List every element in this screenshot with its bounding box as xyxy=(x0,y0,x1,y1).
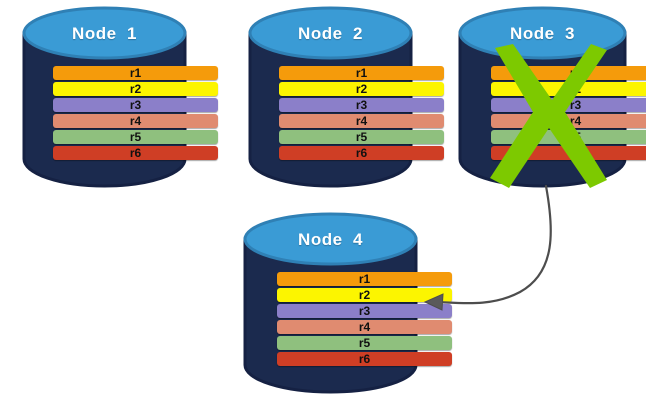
node-1-row-r4-label: r4 xyxy=(129,114,142,128)
node-4-row-r4[interactable]: r4 xyxy=(277,320,452,334)
node-4-row-r5[interactable]: r5 xyxy=(277,336,452,350)
node-2[interactable]: Node 2 r1 r2 r3 r4 r5 r6 xyxy=(248,6,444,188)
node-4-row-r3[interactable]: r3 xyxy=(277,304,452,318)
node-3-row-r1-label: r1 xyxy=(569,66,582,80)
node-3-row-r4-label: r4 xyxy=(569,114,582,128)
node-3-row-r6-label: r6 xyxy=(569,146,582,160)
node-1-row-r6[interactable]: r6 xyxy=(53,146,218,160)
node-3-row-r2[interactable]: r2 xyxy=(491,82,646,96)
node-2-row-r3-label: r3 xyxy=(355,98,368,112)
node-1-row-r5-label: r5 xyxy=(129,130,142,144)
node-2-row-r4-label: r4 xyxy=(355,114,368,128)
node-2-row-r5[interactable]: r5 xyxy=(279,130,444,144)
node-2-row-r2[interactable]: r2 xyxy=(279,82,444,96)
node-3-row-r5[interactable]: r5 xyxy=(491,130,646,144)
node-4-row-r1-label: r1 xyxy=(358,272,371,286)
node-1-row-r2-label: r2 xyxy=(129,82,142,96)
node-3-row-r4[interactable]: r4 xyxy=(491,114,646,128)
node-1-rows: r1 r2 r3 r4 r5 r6 xyxy=(22,66,249,162)
node-2-row-r6-label: r6 xyxy=(355,146,368,160)
node-3[interactable]: Node 3 r1 r2 r3 r4 r5 r6 xyxy=(458,6,646,188)
node-2-rows: r1 r2 r3 r4 r5 r6 xyxy=(248,66,475,162)
node-4-row-r6-label: r6 xyxy=(358,352,371,366)
node-1[interactable]: Node 1 r1 r2 r3 r4 r5 r6 xyxy=(22,6,218,188)
node-2-row-r5-label: r5 xyxy=(355,130,368,144)
node-1-row-r2[interactable]: r2 xyxy=(53,82,218,96)
node-3-row-r5-label: r5 xyxy=(569,130,582,144)
node-4-rows: r1 r2 r3 r4 r5 r6 xyxy=(243,272,486,368)
node-4-row-r2-label: r2 xyxy=(358,288,371,302)
node-3-row-r2-label: r2 xyxy=(569,82,582,96)
node-1-row-r3[interactable]: r3 xyxy=(53,98,218,112)
node-2-row-r1-label: r1 xyxy=(355,66,368,80)
node-4-row-r3-label: r3 xyxy=(358,304,371,318)
node-1-row-r3-label: r3 xyxy=(129,98,142,112)
node-3-row-r3[interactable]: r3 xyxy=(491,98,646,112)
node-2-row-r1[interactable]: r1 xyxy=(279,66,444,80)
node-3-rows: r1 r2 r3 r4 r5 r6 xyxy=(458,66,646,162)
node-3-row-r3-label: r3 xyxy=(569,98,582,112)
node-1-row-r5[interactable]: r5 xyxy=(53,130,218,144)
node-2-row-r6[interactable]: r6 xyxy=(279,146,444,160)
node-4-row-r2[interactable]: r2 xyxy=(277,288,452,302)
node-2-row-r3[interactable]: r3 xyxy=(279,98,444,112)
node-4-row-r5-label: r5 xyxy=(358,336,371,350)
node-2-row-r4[interactable]: r4 xyxy=(279,114,444,128)
node-4-row-r1[interactable]: r1 xyxy=(277,272,452,286)
node-3-row-r6[interactable]: r6 xyxy=(491,146,646,160)
node-4[interactable]: Node 4 r1 r2 r3 r4 r5 r6 xyxy=(243,212,452,394)
node-4-row-r6[interactable]: r6 xyxy=(277,352,452,366)
node-4-row-r4-label: r4 xyxy=(358,320,371,334)
node-1-row-r6-label: r6 xyxy=(129,146,142,160)
node-3-row-r1[interactable]: r1 xyxy=(491,66,646,80)
node-1-row-r4[interactable]: r4 xyxy=(53,114,218,128)
node-2-row-r2-label: r2 xyxy=(355,82,368,96)
node-1-row-r1-label: r1 xyxy=(129,66,142,80)
node-1-row-r1[interactable]: r1 xyxy=(53,66,218,80)
